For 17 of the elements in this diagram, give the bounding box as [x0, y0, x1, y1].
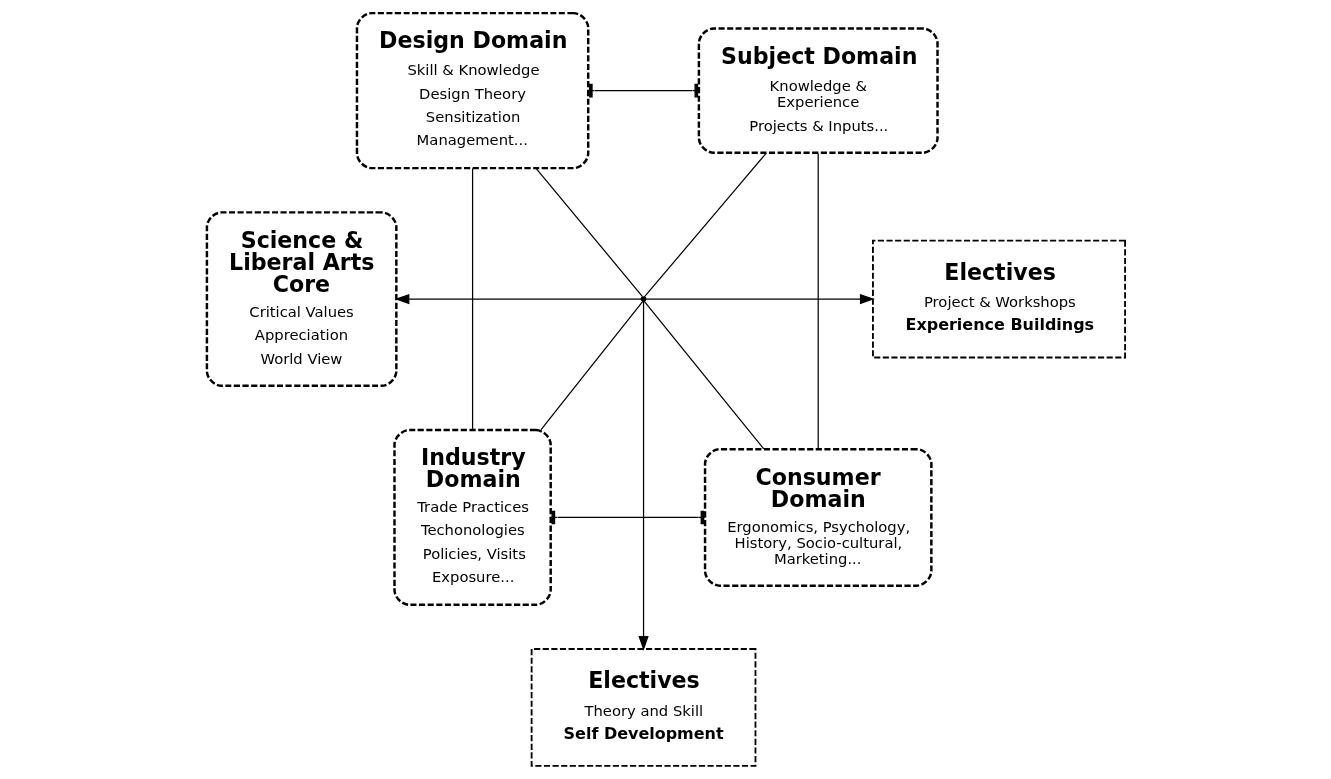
arrow — [637, 301, 649, 651]
node-box: Electives Project & Workshops Experience Buildings — [871, 239, 1126, 359]
arrow — [394, 293, 642, 305]
connector — [643, 300, 764, 450]
connector — [643, 152, 767, 298]
node-point — [640, 296, 646, 302]
connector — [471, 167, 473, 431]
node-box: Design Domain Skill & Knowledge Design Theory Sensitization Management... — [355, 11, 589, 170]
connector — [540, 300, 643, 431]
node-box: Subject Domain Knowledge & Experience Projects & Inputs... — [697, 27, 939, 154]
arrow — [644, 293, 875, 305]
connector — [817, 152, 819, 450]
node-box: Consumer Domain Ergonomics, Psychology, History, Socio-cultural, Marketing... — [703, 447, 933, 587]
node-box: Industry Domain Trade Practices Techonologies Policies, Visits Exposure... — [392, 428, 552, 606]
node-box: Electives Theory and Skill Self Development — [530, 648, 756, 767]
connector — [535, 167, 643, 298]
node-box: Science & Liberal Arts Core Critical Values Appreciation World View — [205, 211, 398, 388]
